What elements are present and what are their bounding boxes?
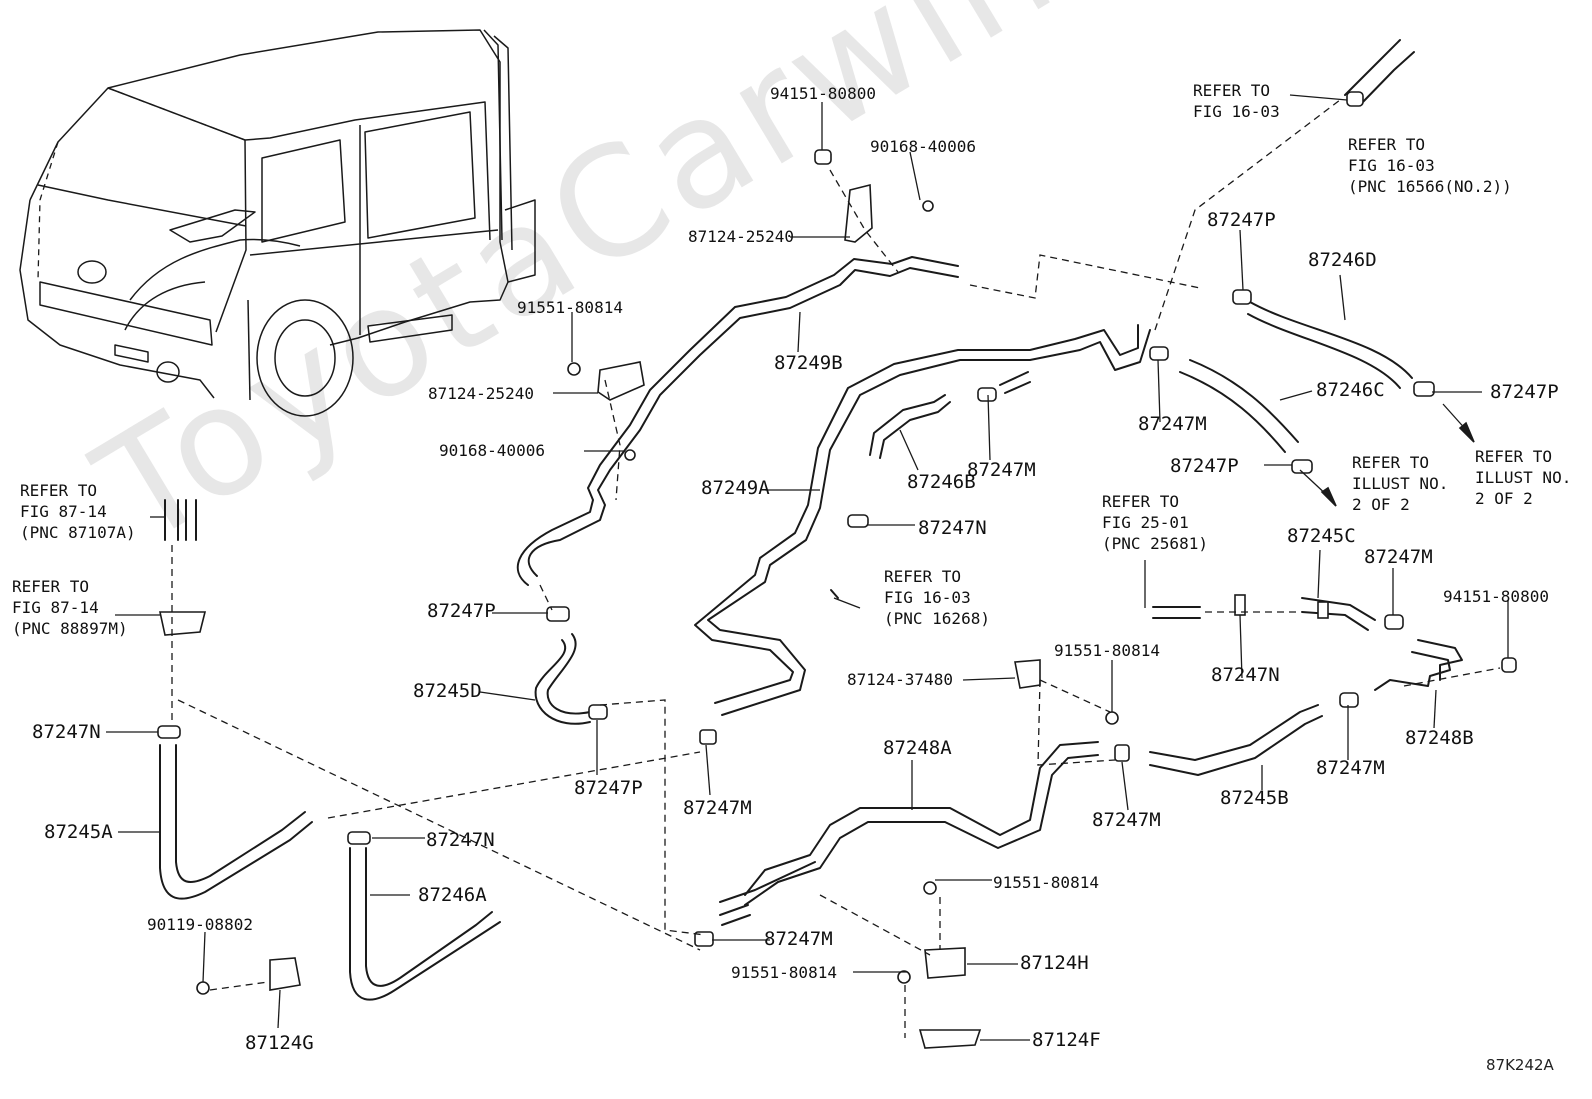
label-87245B: 87245B [1220,787,1289,809]
label-87246C: 87246C [1316,379,1385,401]
label-87124G: 87124G [245,1032,314,1054]
refer-fig-25-01: REFER TO FIG 25-01 (PNC 25681) [1102,492,1208,553]
refer-fig-16-03-top: REFER TO FIG 16-03 [1193,81,1280,121]
label-90119-08802: 90119-08802 [147,915,253,934]
label-87247P-lower: 87247P [574,777,643,799]
label-87124-37480: 87124-37480 [847,670,953,689]
refer-fig-87-14-pnc88897M: REFER TO FIG 87-14 (PNC 88897M) [12,577,128,638]
label-87247N-left: 87247N [32,721,101,743]
label-87245C: 87245C [1287,525,1356,547]
refer-fig-87-14-pnc87107A: REFER TO FIG 87-14 (PNC 87107A) [20,481,136,542]
label-87247N-center: 87247N [918,517,987,539]
label-87247P-topright: 87247P [1207,209,1276,231]
label-87247P-mid-right: 87247P [1170,455,1239,477]
label-91551-80814-mid: 91551-80814 [1054,641,1160,660]
label-87249B: 87249B [774,352,843,374]
label-94151-80800-top: 94151-80800 [770,84,876,103]
truck-illustration [19,29,536,417]
label-87247P-far-right: 87247P [1490,381,1559,403]
refer-fig-16-03-pnc16566: REFER TO FIG 16-03 (PNC 16566(NO.2)) [1348,135,1512,196]
refer-illust-2of2-mid: REFER TO ILLUST NO. 2 OF 2 [1352,453,1449,514]
label-87247M-lower: 87247M [683,797,752,819]
label-87246B: 87246B [907,471,976,493]
label-94151-80800-right: 94151-80800 [1443,587,1549,606]
refer-fig-16-03-pnc16268: REFER TO FIG 16-03 (PNC 16268) [884,567,990,628]
label-87247M-bottom: 87247M [764,928,833,950]
label-87247M-right: 87247M [1138,413,1207,435]
label-91551-80814-upper: 91551-80814 [517,298,623,317]
label-87248B: 87248B [1405,727,1474,749]
label-87247N-right: 87247N [1211,664,1280,686]
label-87247P-left: 87247P [427,600,496,622]
label-90168-40006-top: 90168-40006 [870,137,976,156]
label-87249A: 87249A [701,477,770,499]
label-87246D: 87246D [1308,249,1377,271]
label-87248A: 87248A [883,737,952,759]
label-87246A: 87246A [418,884,487,906]
label-87247M-right-low: 87247M [1316,757,1385,779]
label-87124-25240-mid: 87124-25240 [428,384,534,403]
label-87247M-center: 87247M [967,459,1036,481]
refer-illust-2of2-right: REFER TO ILLUST NO. 2 OF 2 [1475,447,1572,508]
label-87124H: 87124H [1020,952,1089,974]
label-87247M-rightmid: 87247M [1364,546,1433,568]
figure-id: 87K242A [1486,1056,1554,1074]
label-91551-80814-low2: 91551-80814 [731,963,837,982]
label-87247N-left-low: 87247N [426,829,495,851]
label-87245A: 87245A [44,821,113,843]
label-87124F: 87124F [1032,1029,1101,1051]
label-87245D: 87245D [413,680,482,702]
label-87247M-mid-low: 87247M [1092,809,1161,831]
label-90168-40006-mid: 90168-40006 [439,441,545,460]
label-91551-80814-low1: 91551-80814 [993,873,1099,892]
label-87124-25240-top: 87124-25240 [688,227,794,246]
